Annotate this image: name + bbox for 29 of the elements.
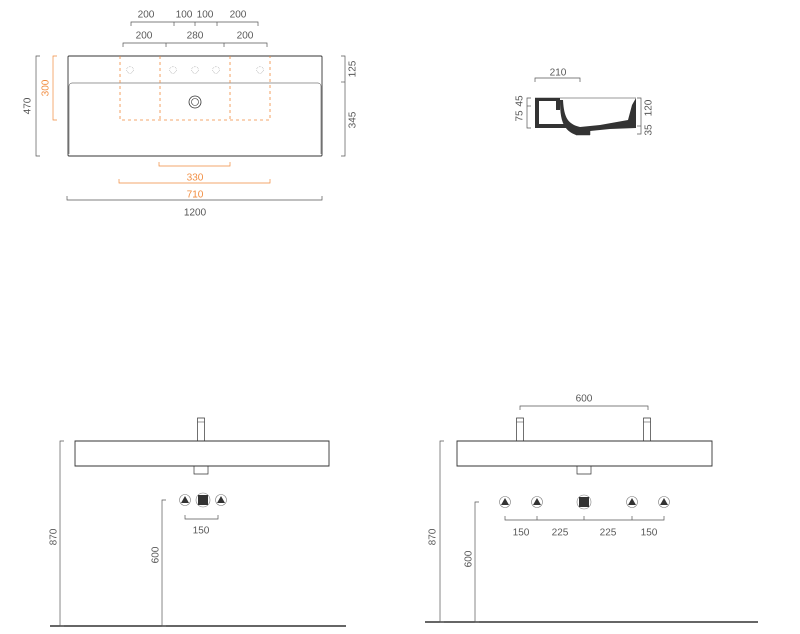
dimension-label: 330 [187,173,203,181]
dimension-label: 125 [348,61,356,77]
dimension-label: 225 [552,528,568,536]
dimension-label: 100 [197,10,213,18]
dimension-label: 200 [237,31,253,39]
dimension-label: 210 [550,68,566,76]
dimension-label: 45 [516,96,522,106]
dimension-label: 1200 [184,208,206,216]
dimension-label: 225 [600,528,616,536]
dimension-label: 150 [513,528,529,536]
dimension-label: 280 [187,31,203,39]
dimension-label: 300 [41,80,49,96]
dimension-label: 120 [644,100,652,116]
dimension-label: 200 [138,10,154,18]
dimension-label: 600 [464,551,472,567]
dimension-label: 150 [641,528,657,536]
dimension-label: 35 [644,124,652,136]
dimension-label: 75 [516,110,522,122]
dimension-label: 200 [136,31,152,39]
dimension-label: 100 [176,10,192,18]
dimension-label: 600 [576,394,592,402]
dimension-label: 345 [348,112,356,128]
dimension-label: 870 [49,529,57,545]
dimension-label: 470 [23,98,31,114]
dimension-label: 870 [428,529,436,545]
dimension-label: 150 [193,526,209,534]
dimension-label: 600 [151,547,159,563]
dimension-label: 710 [187,190,203,198]
dimension-label: 200 [230,10,246,18]
